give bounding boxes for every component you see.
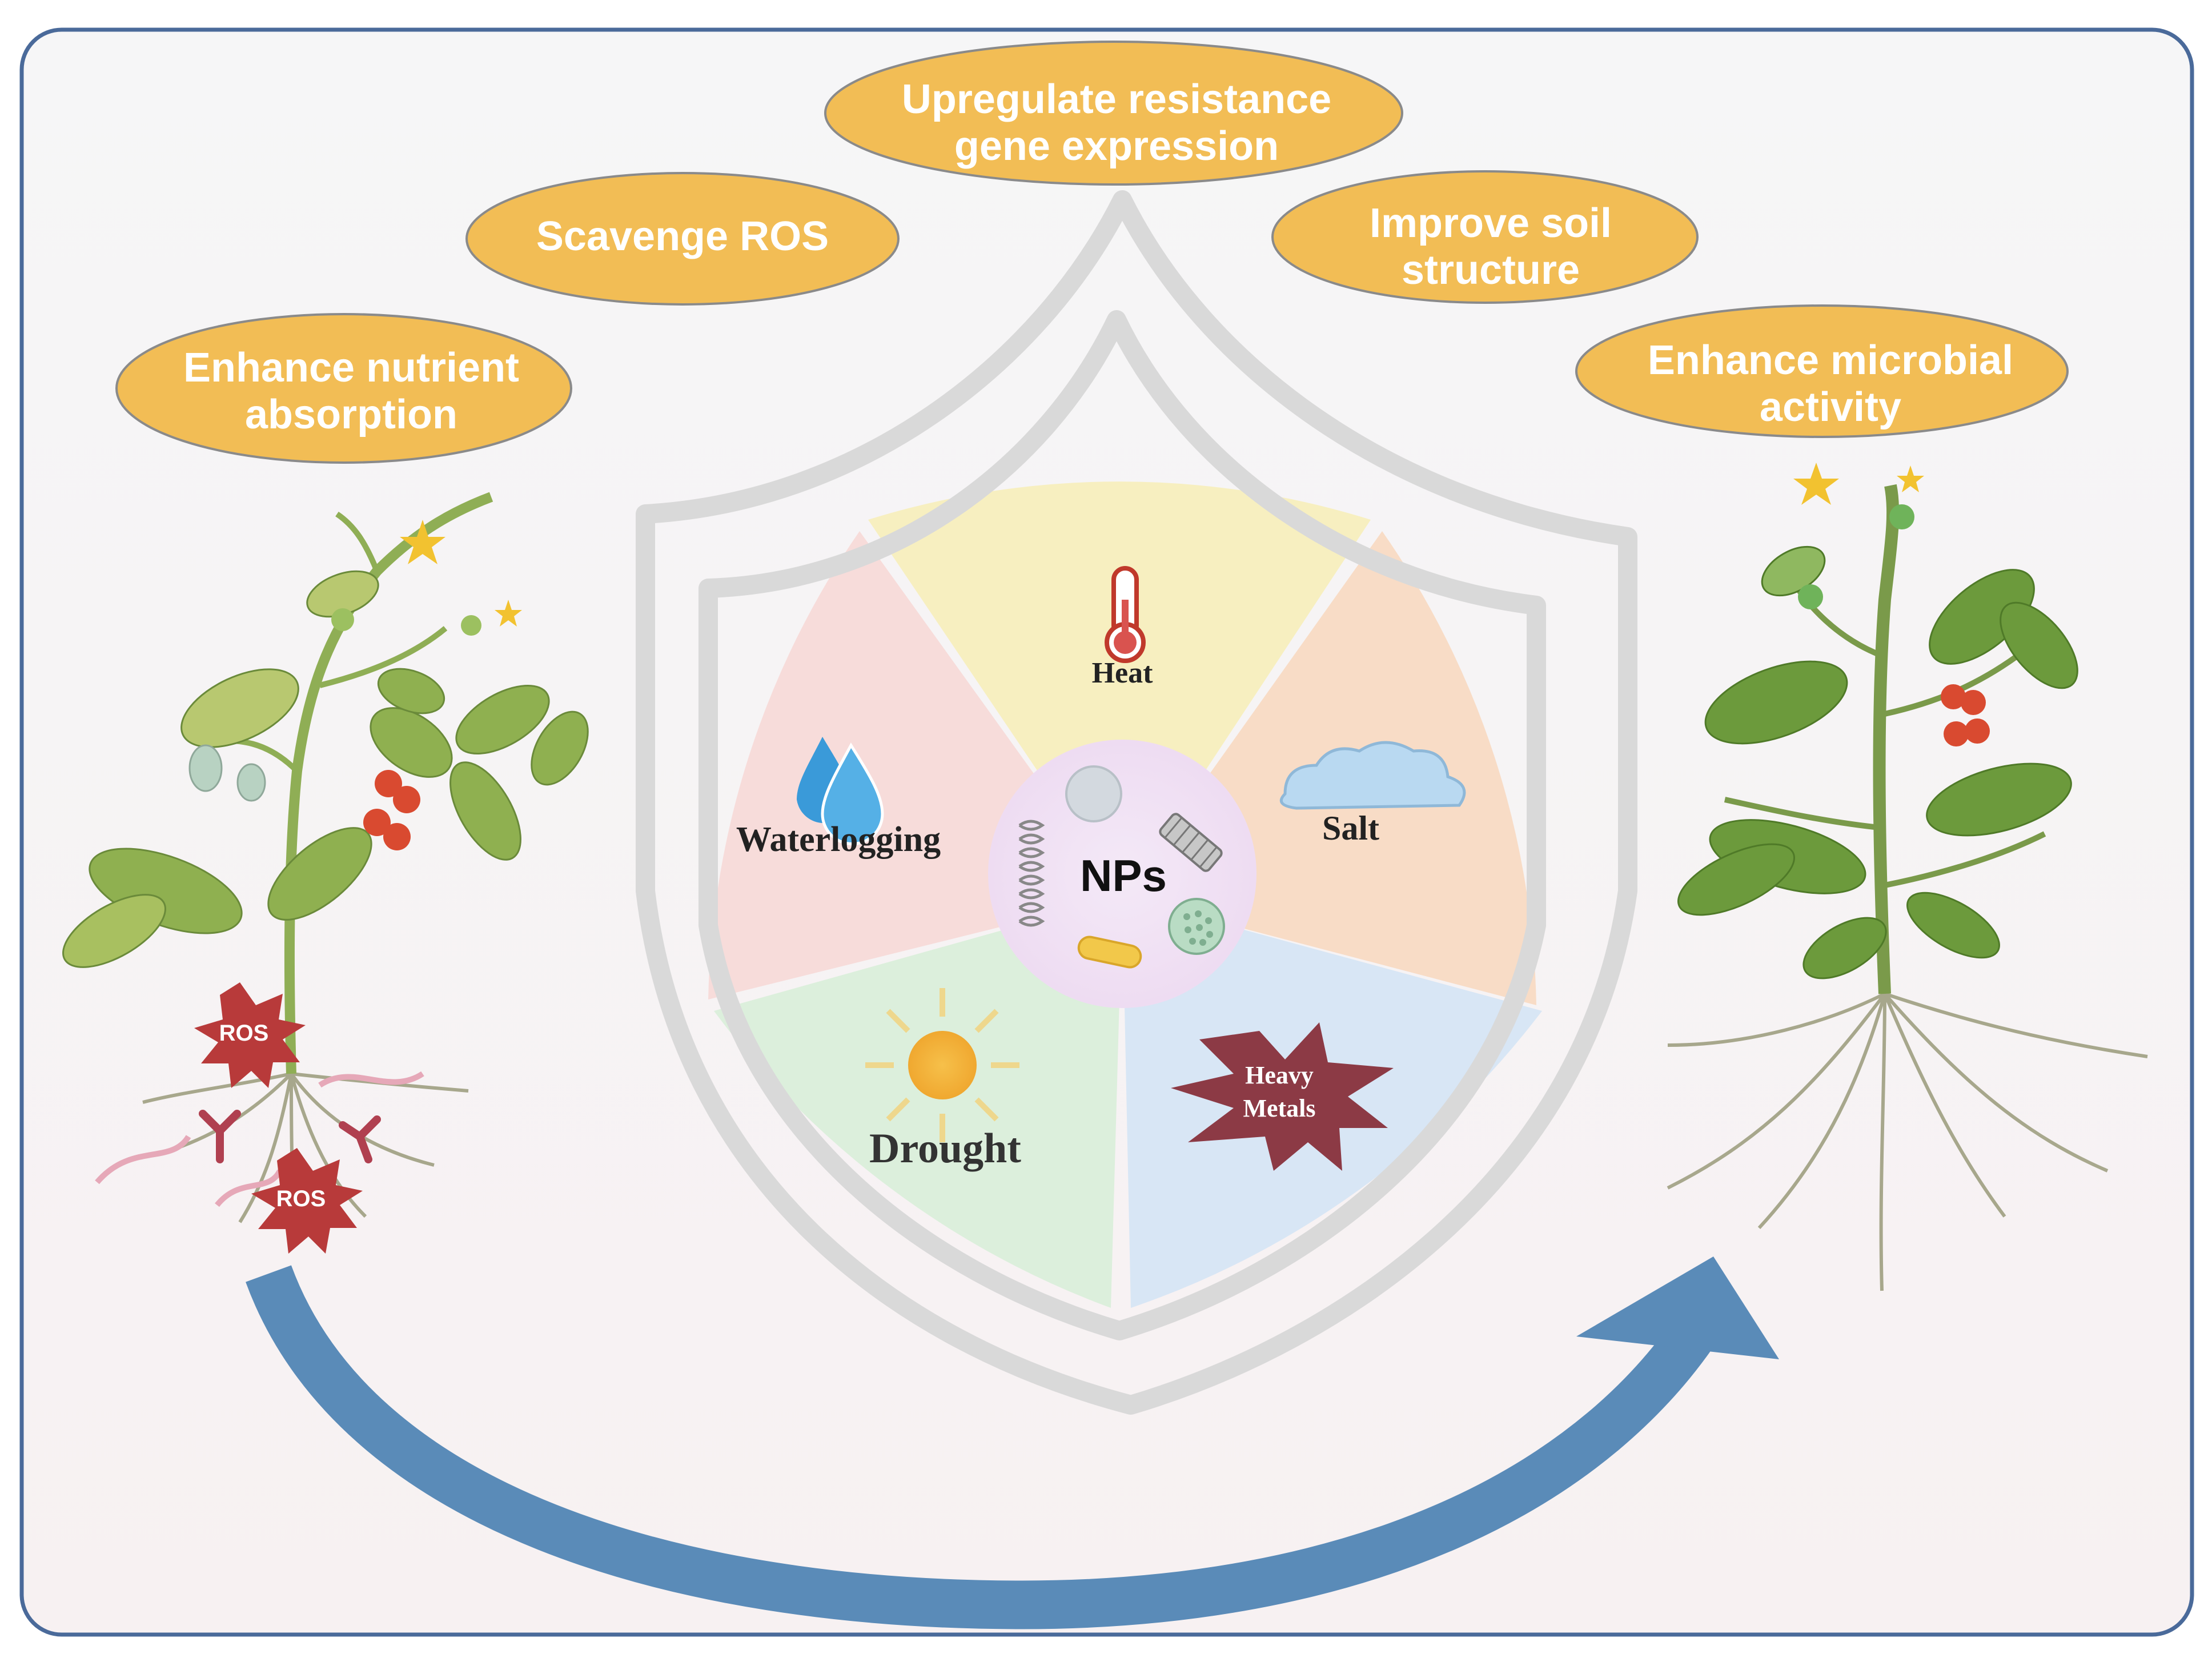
star-burst-icon	[1171, 1022, 1394, 1171]
ros-label-upper: ROS	[219, 1021, 269, 1046]
benefit-scavenge-ros: Scavenge ROS	[465, 172, 900, 306]
benefit-nutrient-line2: absorption	[245, 392, 457, 437]
healthy-plant	[1667, 463, 2148, 1291]
sector-heat	[868, 481, 1371, 897]
microbe-icon	[199, 1110, 381, 1163]
benefit-microbial-line2: activity	[1760, 384, 1901, 430]
nanosphere-icon	[1065, 765, 1122, 822]
flower-icon	[1793, 463, 1924, 505]
benefit-upregulate-resistance: Upregulate resistance gene expression	[824, 41, 1403, 186]
drought-label: Drought	[869, 1125, 1021, 1172]
heavy-metals-label-line1: Heavy	[1245, 1061, 1314, 1089]
stressed-plant-tomatoes	[363, 770, 420, 850]
benefit-soil-line2: structure	[1402, 247, 1580, 293]
water-drops-icon	[797, 737, 884, 845]
stressed-plant-leaves	[62, 570, 589, 968]
benefit-upregulate-line1: Upregulate resistance	[902, 77, 1331, 122]
nps-label: NPs	[1080, 850, 1167, 901]
stressed-plant	[62, 492, 589, 1246]
heavy-metals-label-line2: Metals	[1243, 1094, 1315, 1122]
waterlogging-label: Waterlogging	[736, 820, 941, 859]
curved-arrow-icon	[246, 1256, 1779, 1629]
nanocoil-icon	[1018, 820, 1045, 927]
sun-icon	[865, 988, 1019, 1142]
healthy-plant-tomatoes	[1941, 684, 1990, 746]
nanorod-icon	[1077, 936, 1142, 969]
ros-star-icon: ROS	[251, 1148, 363, 1254]
ros-label-lower: ROS	[276, 1186, 326, 1211]
aphid-icon	[188, 744, 266, 802]
shield-icon	[636, 190, 1637, 1415]
earthworm-icon	[95, 1071, 424, 1207]
benefit-nutrient-line1: Enhance nutrient	[183, 345, 519, 391]
nanotube-icon	[1159, 813, 1223, 872]
cloud-icon	[1279, 741, 1466, 810]
benefit-soil-line1: Improve soil	[1370, 200, 1612, 246]
benefit-microbial-line1: Enhance microbial	[1648, 338, 2013, 383]
benefit-upregulate-line2: gene expression	[954, 123, 1279, 169]
healthy-plant-stem	[1873, 484, 1900, 994]
salt-label: Salt	[1322, 809, 1379, 847]
benefit-improve-soil: Improve soil structure	[1271, 170, 1699, 304]
sector-drought	[714, 897, 1122, 1308]
benefit-enhance-nutrient-absorption: Enhance nutrient absorption	[115, 313, 572, 464]
healthy-plant-roots	[1667, 992, 2148, 1291]
nanoparticles-center: NPs	[988, 740, 1256, 1008]
thermometer-icon	[1105, 566, 1146, 663]
flower-icon	[400, 520, 522, 627]
healthy-plant-leaves	[1677, 545, 2078, 979]
benefit-scavenge-line1: Scavenge ROS	[536, 214, 829, 259]
ros-star-icon: ROS	[194, 982, 306, 1088]
heat-label: Heat	[1092, 657, 1154, 689]
benefit-enhance-microbial-activity: Enhance microbial activity	[1575, 304, 2069, 438]
